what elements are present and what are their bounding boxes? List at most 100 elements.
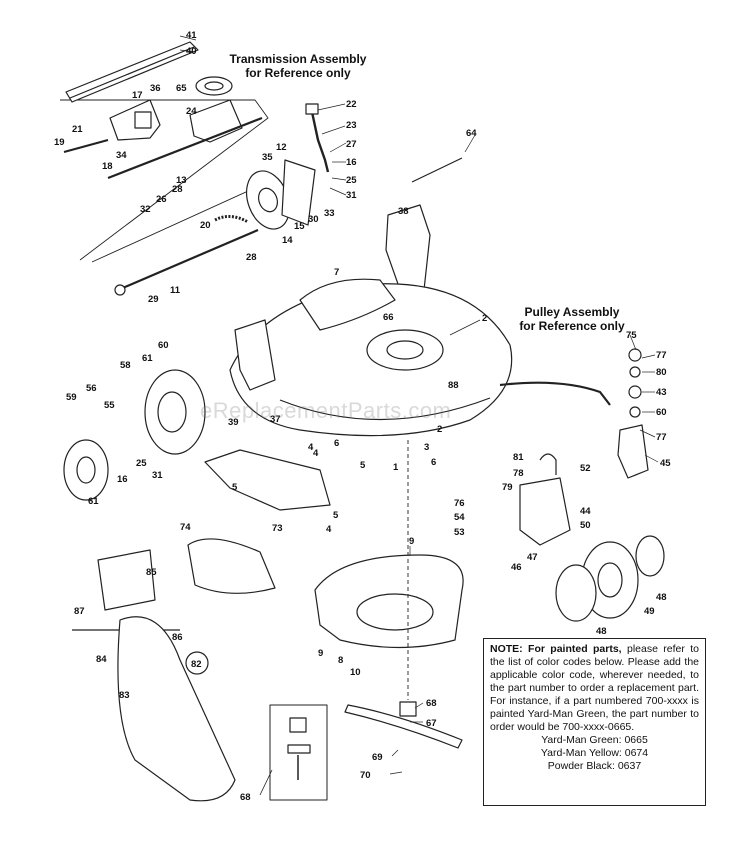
part-label: 23 xyxy=(346,120,357,131)
part-label: 50 xyxy=(580,520,591,531)
deck-hood-7 xyxy=(299,278,396,331)
part-label: 61 xyxy=(142,353,153,364)
part-label: 3 xyxy=(424,442,429,453)
part-label: 53 xyxy=(454,527,465,538)
washer-75 xyxy=(628,348,642,362)
part-label: 25 xyxy=(346,175,357,186)
part-label: 6 xyxy=(431,457,436,468)
part-label: 39 xyxy=(228,417,239,428)
part-label: 58 xyxy=(120,360,131,371)
washer-60r xyxy=(629,406,641,418)
part-label: 5 xyxy=(333,510,339,521)
part-label: 25 xyxy=(136,458,147,469)
color-code-yellow: Yard-Man Yellow: 0674 xyxy=(540,747,649,759)
color-code-green: Yard-Man Green: 0665 xyxy=(541,734,648,746)
part-label: 5 xyxy=(232,482,238,493)
watermark: eReplacementParts.com xyxy=(200,398,452,423)
cable-64 xyxy=(411,157,463,183)
baffle-bar-edge xyxy=(69,46,195,99)
handle-tube xyxy=(499,381,611,406)
color-code-black: Powder Black: 0637 xyxy=(547,760,642,772)
part-label: 29 xyxy=(148,294,159,305)
part-label: 84 xyxy=(96,654,107,665)
part-label: 38 xyxy=(398,206,409,217)
part-label: 43 xyxy=(656,387,667,398)
part-label: 10 xyxy=(350,667,361,678)
drive-shaft-13 xyxy=(107,116,263,180)
part-label: 47 xyxy=(527,552,538,563)
inset-leader xyxy=(259,769,273,796)
pulley-66 xyxy=(366,329,444,371)
part-label: 32 xyxy=(140,204,151,215)
transmission-assembly-header: Transmission Assembly for Reference only xyxy=(228,52,368,80)
part-label: 31 xyxy=(346,190,357,201)
gear-20 xyxy=(214,215,249,224)
part-label: 9 xyxy=(409,536,414,547)
part-label: 4 xyxy=(313,448,319,459)
part-label: 36 xyxy=(150,83,161,94)
part-label: 49 xyxy=(644,606,655,617)
engine-78 xyxy=(519,477,571,546)
part-label: 54 xyxy=(454,512,465,523)
part-label: 19 xyxy=(54,137,65,148)
part-label: 11 xyxy=(170,285,181,296)
part-label: 31 xyxy=(152,470,163,481)
door-74 xyxy=(187,538,276,594)
bracket-38 xyxy=(385,204,431,291)
part-label: 40 xyxy=(186,46,197,57)
handle-bracket-45 xyxy=(617,424,649,479)
part-label: 60 xyxy=(158,340,169,351)
part-label: 28 xyxy=(172,184,183,195)
spring-36 xyxy=(134,111,152,129)
part-label: 2 xyxy=(437,424,442,435)
pin-19 xyxy=(63,139,109,153)
part-label: 24 xyxy=(186,106,197,117)
part-label: 2 xyxy=(482,313,487,324)
part-label: 26 xyxy=(156,194,167,205)
part-label: 67 xyxy=(426,718,437,729)
part-label: 74 xyxy=(180,522,191,533)
bracket-39 xyxy=(234,319,276,391)
part-label: 86 xyxy=(172,632,183,643)
part-label: 77 xyxy=(656,350,667,361)
part-label: 22 xyxy=(346,99,357,110)
part-label: 8 xyxy=(338,655,343,666)
hubcap-61 xyxy=(63,439,109,501)
part-label: 81 xyxy=(513,452,524,463)
part-label: 30 xyxy=(308,214,319,225)
chute-73 xyxy=(204,449,331,511)
axle-11 xyxy=(117,228,259,292)
lever-23 xyxy=(310,111,330,173)
part-label: 80 xyxy=(656,367,667,378)
pulley-24 xyxy=(195,76,233,96)
flap-87 xyxy=(97,549,156,611)
part-label: 46 xyxy=(511,562,522,573)
grass-bag-83 xyxy=(117,616,236,802)
part-label: 56 xyxy=(86,383,97,394)
part-label: 83 xyxy=(119,690,130,701)
pulley-header-line2: for Reference only xyxy=(519,319,625,333)
part-label: 45 xyxy=(660,458,671,469)
part-label: 65 xyxy=(176,83,187,94)
part-label: 1 xyxy=(393,462,399,473)
inset-box xyxy=(269,704,328,801)
part-label: 79 xyxy=(502,482,513,493)
part-label: 70 xyxy=(360,770,371,781)
part-label: 34 xyxy=(116,150,127,161)
part-label: 33 xyxy=(324,208,335,219)
part-label: 13 xyxy=(176,175,187,186)
part-label: 7 xyxy=(334,267,339,278)
part-label: 76 xyxy=(454,498,465,509)
part-label: 35 xyxy=(262,152,273,163)
pulley-assembly-header: Pulley Assembly for Reference only xyxy=(512,305,632,333)
part-label: 55 xyxy=(104,400,115,411)
part-label: 41 xyxy=(186,30,197,41)
part-label: 48 xyxy=(656,592,667,603)
part-label: 87 xyxy=(74,606,85,617)
bolt-81 xyxy=(539,453,557,475)
part-label: 4 xyxy=(308,442,314,453)
part-label: 5 xyxy=(360,460,366,471)
part-label: 48 xyxy=(596,626,607,637)
part-label: 68 xyxy=(240,792,251,803)
part-label: 69 xyxy=(372,752,383,763)
